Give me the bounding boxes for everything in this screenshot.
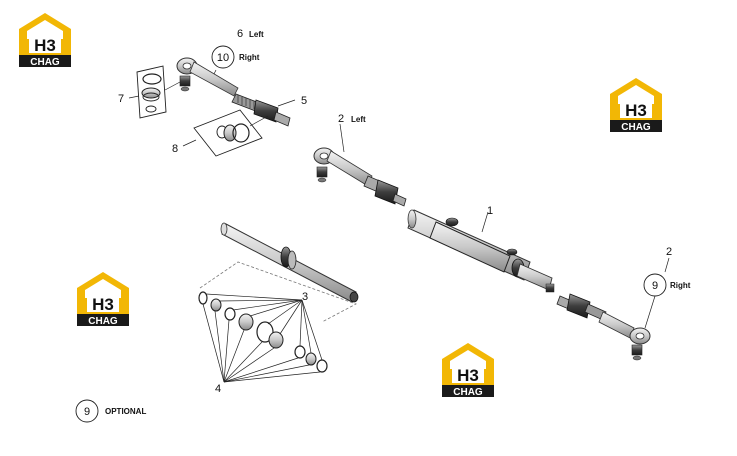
callout-3: 3 [302,291,308,303]
brand-logo-1: H3 CHAG [19,13,71,68]
part-tie-rod-left [313,147,407,207]
callout-10: 10 [217,52,229,64]
logo-word: CHAG [88,316,118,327]
logo-letters: H3 [34,36,56,55]
leader-lines-4 [202,303,321,383]
callout-9: 9 [652,280,658,292]
part-tie-rod-end-top [176,57,239,97]
callout-9-circle [643,273,667,297]
brand-logo-2: H3 CHAG [610,78,662,133]
callout-2-right: 2 [666,246,672,258]
callout-7: 7 [118,93,124,105]
callout-10-circle [211,45,235,69]
legend-number: 9 [84,406,90,418]
brand-logo-4: H3 CHAG [442,343,494,398]
leader-lines-3 [205,293,323,361]
part-piston-rod [220,222,359,303]
logo-word: CHAG [30,57,60,68]
part-tie-rod-right [556,293,651,361]
callout-6: 6 [237,28,243,40]
logo-letters: H3 [457,366,479,385]
logo-word: CHAG [621,122,651,133]
legend-circle [75,399,99,423]
part-boot-kit-box [136,65,167,119]
brand-logo-3: H3 CHAG [77,272,129,327]
part-cylinder [407,209,555,293]
legend-text: OPTIONAL [105,407,146,416]
callout-8: 8 [172,143,178,155]
callout-2-left: 2 [338,113,344,125]
callout-2-left-side: Left [351,115,366,124]
callout-5: 5 [301,95,307,107]
logo-word: CHAG [453,387,483,398]
callout-4: 4 [215,383,221,395]
part-seal-kit-box [193,109,263,157]
logo-letters: H3 [625,101,647,120]
part-adjuster-top [231,93,291,127]
part-seal-kit-rings [198,291,328,373]
logo-letters: H3 [92,295,114,314]
callout-6-side: Left [249,30,264,39]
callout-9-side: Right [670,281,691,290]
callout-10-side: Right [239,53,260,62]
callout-1: 1 [487,205,493,217]
